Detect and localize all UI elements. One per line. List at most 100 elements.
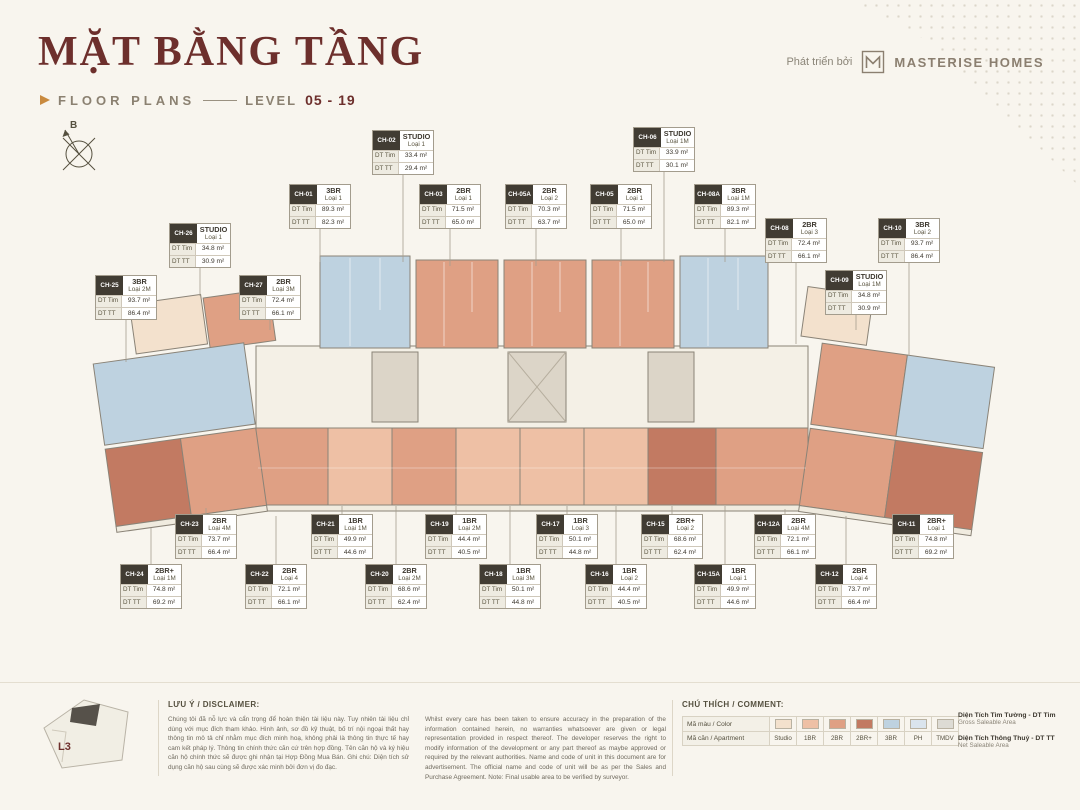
dt-tim-label: DT Tim [426,534,452,547]
dt-tim-value: 49.9 m² [343,536,367,544]
dt-tt-value: 44.6 m² [726,598,750,606]
unit-code: CH-11 [893,515,920,534]
unit-type: 3BR [731,186,746,195]
unit-variant: Loại 4M [208,525,231,533]
unit-code: CH-16 [586,565,613,584]
dt-tt-value: 66.1 m² [786,548,810,556]
dt-tim-value: 49.9 m² [726,586,750,594]
dt-tt-value: 82.3 m² [321,218,345,226]
dt-tt-value: 69.2 m² [924,548,948,556]
unit-code: CH-25 [96,276,123,295]
dt-tim-label: DT Tim [755,534,781,547]
developer-name: MASTERISE HOMES [894,54,1044,70]
unit-card-ch-01: CH-01 3BR Loại 1 DT Tim 89.3 m² DT TT 82… [289,184,351,230]
unit-type: 2BR [627,186,642,195]
dt-tt-value: 40.5 m² [617,598,641,606]
dt-tim-value: 68.6 m² [673,536,697,544]
dt-tim-value: 72.4 m² [271,297,295,305]
page-subtitle-row: FLOOR PLANS LEVEL 05 - 19 [40,92,356,108]
dt-tim-value: 70.3 m² [537,206,561,214]
unit-type: 3BR [326,186,341,195]
unit-card-ch-25: CH-25 3BR Loại 2M DT Tim 93.7 m² DT TT 8… [95,275,157,321]
dt-tt-value: 65.0 m² [622,218,646,226]
dt-tim-label: DT Tim [480,584,506,597]
footer-vertical-divider-2 [672,700,673,776]
disclaimer-title: LƯU Ý / DISCLAIMER: [168,700,260,709]
masterise-logo-icon [862,50,885,74]
unit-card-ch-08a: CH-08A 3BR Loại 1M DT Tim 89.3 m² DT TT … [694,184,756,230]
unit-type: 2BR+ [155,566,174,575]
legend-swatch [909,719,927,729]
compass: B [50,118,106,183]
dt-tt-label: DT TT [642,547,668,559]
dt-tim-value: 73.7 m² [207,536,231,544]
developer-block: Phát triển bởi MASTERISE HOMES [786,50,1044,74]
dt-tim-value: 89.3 m² [321,206,345,214]
unit-code: CH-24 [121,565,148,584]
unit-variant: Loại 1 [407,141,426,149]
dt-tt-label: DT TT [766,251,792,263]
unit-variant: Loại 2 [913,229,932,237]
dt-tt-value: 66.1 m² [271,309,295,317]
unit-type: 1BR [731,566,746,575]
dt-tt-label: DT TT [96,308,122,320]
unit-type: 2BR [402,566,417,575]
dt-tt-label: DT TT [695,217,721,229]
dt-tt-label: DT TT [420,217,446,229]
unit-code: CH-06 [634,128,661,147]
unit-code: CH-01 [290,185,317,204]
dt-tt-value: 66.4 m² [847,598,871,606]
unit-variant: Loại 1 [927,525,946,533]
level-value: 05 - 19 [305,92,356,108]
unit-card-ch-10: CH-10 3BR Loại 2 DT Tim 93.7 m² DT TT 86… [878,218,940,264]
unit-card-ch-06: CH-06 STUDIO Loại 1M DT Tim 33.9 m² DT T… [633,127,695,173]
page-title: MẶT BẰNG TẦNG [38,29,425,75]
dt-tim-label: DT Tim [290,204,316,217]
dt-tt-label: DT TT [246,597,272,609]
unit-type: 2BR [791,516,806,525]
legend-swatch [801,719,819,729]
dt-tt-value: 82.1 m² [726,218,750,226]
dt-tim-value: 71.5 m² [451,206,475,214]
dt-tim-value: 44.4 m² [457,536,481,544]
unit-type: STUDIO [199,225,228,234]
dt-tt-value: 86.4 m² [127,309,151,317]
dt-tim-value: 44.4 m² [617,586,641,594]
triangle-bullet-icon [40,95,50,105]
dt-tt-label: DT TT [634,160,660,172]
net-area-sublabel: Net Saleable Area [958,742,1009,749]
dt-tim-label: DT Tim [537,534,563,547]
unit-card-ch-11: CH-11 2BR+ Loại 1 DT Tim 74.8 m² DT TT 6… [892,514,954,560]
unit-card-ch-18: CH-18 1BR Loại 3M DT Tim 50.1 m² DT TT 4… [479,564,541,610]
dt-tt-label: DT TT [170,256,196,268]
unit-type: 2BR+ [927,516,946,525]
dt-tim-value: 68.6 m² [397,586,421,594]
unit-card-ch-16: CH-16 1BR Loại 2 DT Tim 44.4 m² DT TT 40… [585,564,647,610]
dt-tt-label: DT TT [893,547,919,559]
unit-code: CH-08 [766,219,793,238]
unit-type: STUDIO [663,129,692,138]
legend-type-label: PH [904,732,931,745]
dt-tim-value: 72.1 m² [277,586,301,594]
dt-tim-label: DT Tim [373,150,399,163]
dt-tt-label: DT TT [695,597,721,609]
unit-variant: Loại 1 [324,195,343,203]
legend-color-row: Mã màu / Color [682,716,959,732]
gross-area-label: Diện Tích Tim Tường - DT Tim [958,712,1056,719]
unit-variant: Loại 2M [458,525,481,533]
dt-tim-value: 33.4 m² [404,152,428,160]
dt-tt-value: 44.6 m² [343,548,367,556]
dt-tt-value: 63.7 m² [537,218,561,226]
unit-type: STUDIO [402,132,431,141]
dt-tim-label: DT Tim [879,238,905,251]
subtitle-divider-line [203,99,238,101]
unit-variant: Loại 1M [727,195,750,203]
unit-card-ch-22: CH-22 2BR Loại 4 DT Tim 72.1 m² DT TT 66… [245,564,307,610]
unit-card-ch-05a: CH-05A 2BR Loại 2 DT Tim 70.3 m² DT TT 6… [505,184,567,230]
dt-tt-label: DT TT [755,547,781,559]
unit-code: CH-12A [755,515,782,534]
legend-swatch [936,719,954,729]
legend-swatch [882,719,900,729]
unit-card-ch-15a: CH-15A 1BR Loại 1 DT Tim 49.9 m² DT TT 4… [694,564,756,610]
legend-type-label: 2BR [823,732,850,745]
